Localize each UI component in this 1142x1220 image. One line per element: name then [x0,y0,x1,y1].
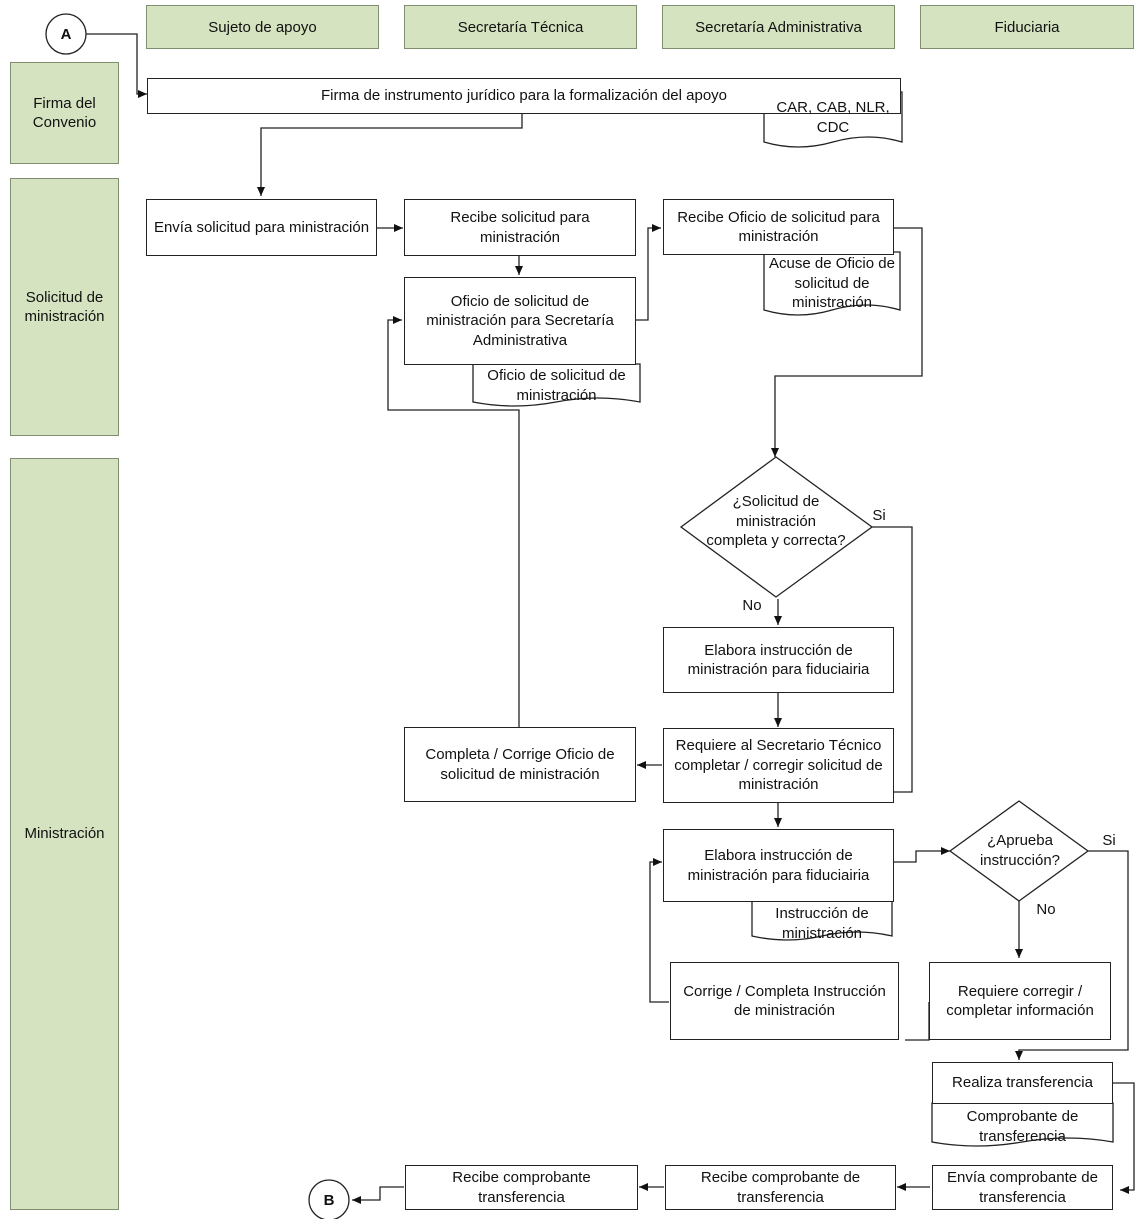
doc-oficio-shape [472,363,641,407]
step-firma: Firma de instrumento jurídico para la fo… [147,78,901,114]
doc-acuse-shape [763,251,901,316]
lane-header-sujeto: Sujeto de apoyo [146,5,379,49]
decision-solicitud-completa: ¿Solicitud de ministración completa y co… [706,493,846,549]
edge-label-si-1: Si [872,507,886,524]
doc-convenio: CAR, CAB, NLR, CDC [776,99,890,136]
step-realiza-transferencia: Realiza transferencia [932,1062,1113,1104]
step-recibe-solicitud: Recibe solicitud para ministración [404,199,636,256]
step-elabora-instruccion-2: Elabora instrucción de ministración para… [663,829,894,902]
edge-label-no-1: No [742,597,762,614]
lane-header-secretaria-tecnica: Secretaría Técnica [404,5,637,49]
step-envia-solicitud: Envía solicitud para ministración [146,199,377,256]
phase-firma-convenio: Firma del Convenio [10,62,119,164]
doc-instruccion: Instrucción de ministración [775,905,869,942]
step-recibe-comprobante-sa: Recibe comprobante de transferencia [665,1165,896,1210]
doc-instruccion-shape [751,899,893,941]
connector-b-label: B [323,1191,335,1209]
doc-comprobante: Comprobante de transferencia [966,1108,1079,1145]
doc-acuse-oficio: Acuse de Oficio de solicitud de ministra… [769,255,895,311]
connector-b-shape [308,1179,350,1219]
step-elabora-instruccion-1: Elabora instrucción de ministración para… [663,627,894,693]
doc-oficio-solicitud: Oficio de solicitud de ministración [487,367,626,404]
phase-solicitud: Solicitud de ministración [10,178,119,436]
step-recibe-comprobante-sap: Recibe comprobante transferencia [405,1165,638,1210]
step-envia-comprobante: Envía comprobante de transferencia [932,1165,1113,1210]
step-oficio-solicitud: Oficio de solicitud de ministración para… [404,277,636,365]
edge-label-no-2: No [1036,901,1056,918]
phase-ministracion: Ministración [10,458,119,1210]
step-corrige-completa: Corrige / Completa Instrucción de minist… [670,962,899,1040]
step-recibe-oficio: Recibe Oficio de solicitud para ministra… [663,199,894,255]
lane-header-fiduciaria: Fiduciaria [920,5,1134,49]
doc-comprobante-shape [931,1102,1114,1147]
step-requiere-corregir: Requiere corregir / completar informació… [929,962,1111,1040]
edge-label-si-2: Si [1102,832,1116,849]
decision-aprueba-shape [948,800,1090,902]
lane-header-secretaria-administrativa: Secretaría Administrativa [662,5,895,49]
connector-a-label: A [60,25,72,43]
decision-aprueba: ¿Aprueba instrucción? [979,832,1061,869]
decision-solicitud-shape [679,456,874,598]
step-requiere-secretario: Requiere al Secretario Técnico completar… [663,728,894,803]
step-completa-corrige: Completa / Corrige Oficio de solicitud d… [404,727,636,802]
